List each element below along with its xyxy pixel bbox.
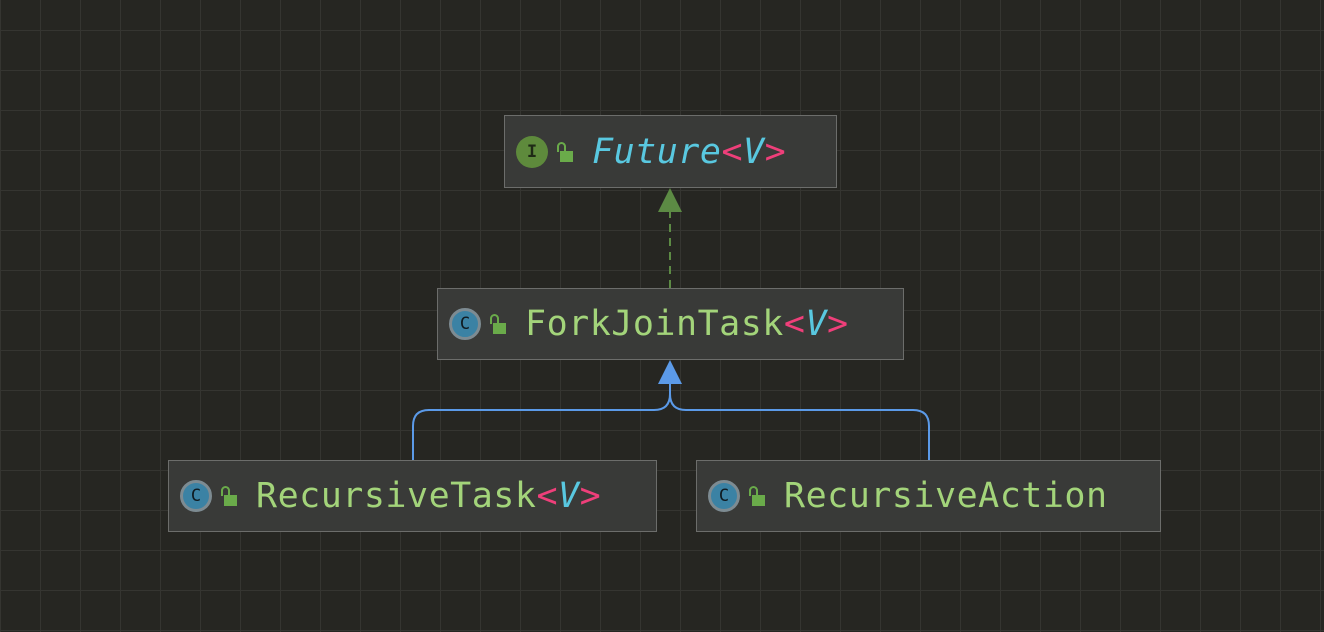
generic-close: >	[764, 131, 787, 172]
node-label: Future<V>	[592, 132, 786, 172]
class-name: Future	[592, 131, 722, 172]
public-lock-icon	[220, 486, 238, 506]
public-lock-icon	[489, 314, 507, 334]
abstract-class-icon: C	[180, 480, 212, 512]
abstract-class-icon: C	[449, 308, 481, 340]
abstract-class-icon: C	[708, 480, 740, 512]
generic-param: V	[743, 131, 765, 172]
public-lock-icon	[556, 141, 574, 162]
node-recursivetask[interactable]: C RecursiveTask<V>	[168, 460, 657, 532]
extends-arrowhead	[658, 360, 682, 384]
node-label: RecursiveAction	[784, 476, 1108, 516]
interface-icon: I	[516, 135, 548, 168]
extends-edge-recursivetask	[412, 384, 671, 460]
generic-open: <	[783, 304, 806, 344]
generic-param: V	[558, 476, 580, 516]
extends-edge-recursiveaction	[669, 384, 930, 460]
generic-open: <	[536, 476, 559, 516]
node-forkjointask[interactable]: C ForkJoinTask<V>	[437, 288, 904, 360]
node-recursiveaction[interactable]: C RecursiveAction	[696, 460, 1161, 532]
node-future[interactable]: I Future<V>	[504, 115, 837, 188]
generic-close: >	[579, 476, 602, 516]
node-label: RecursiveTask<V>	[256, 476, 601, 516]
class-name: ForkJoinTask	[525, 304, 784, 344]
generic-open: <	[721, 131, 744, 172]
node-label: ForkJoinTask<V>	[525, 304, 849, 344]
generic-param: V	[805, 304, 828, 344]
class-name: RecursiveAction	[784, 476, 1108, 516]
implements-arrowhead	[658, 188, 682, 212]
generic-close: >	[827, 304, 849, 344]
class-name: RecursiveTask	[256, 476, 537, 516]
public-lock-icon	[748, 486, 766, 506]
